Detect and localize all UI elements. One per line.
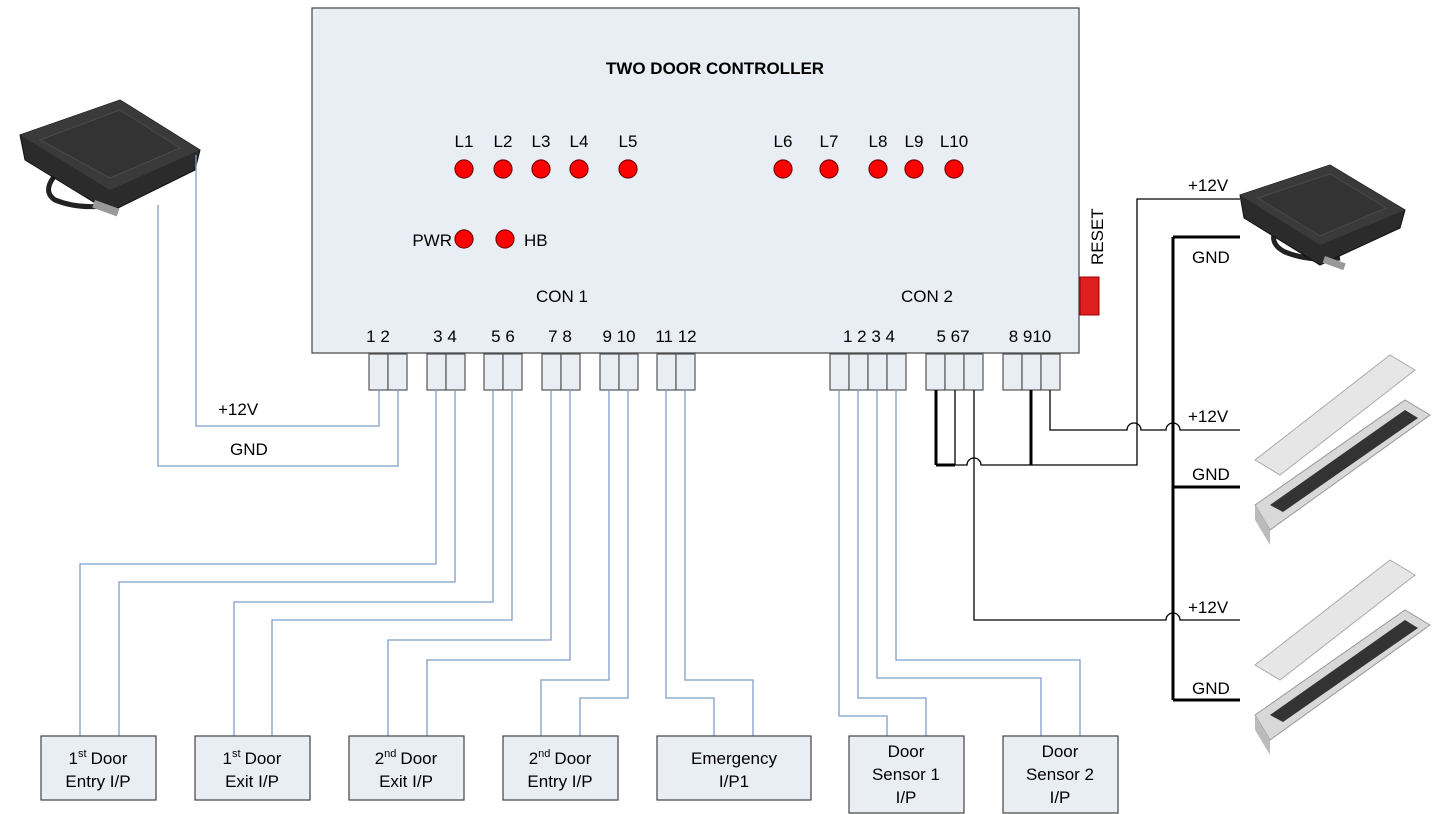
input-2-sup: st — [232, 748, 241, 760]
con2-pins-1-4: 1 2 3 4 — [843, 327, 895, 346]
input-2-line1: Door — [245, 749, 282, 768]
con1-terminals — [368, 353, 696, 391]
led-label-l3: L3 — [532, 132, 551, 151]
led-label-l9: L9 — [905, 132, 924, 151]
reset-label: RESET — [1088, 208, 1107, 265]
con2-terminals — [829, 353, 1061, 391]
led-label-l1: L1 — [455, 132, 474, 151]
led-l6 — [773, 159, 793, 179]
gnd-bus-wires — [934, 235, 1240, 702]
led-l2 — [493, 159, 513, 179]
power-left-wires — [157, 155, 399, 467]
input-3-num: 2 — [375, 749, 384, 768]
lock-1-plus-label: +12V — [1188, 407, 1229, 426]
input-6-line1: Door — [888, 742, 925, 761]
input-4-line1: Door — [554, 749, 591, 768]
led-l10 — [944, 159, 964, 179]
led-label-l7: L7 — [820, 132, 839, 151]
con1-pins-11-12: 11 12 — [655, 327, 696, 346]
con2-sensor-wires — [838, 390, 1081, 736]
hb-label: HB — [524, 231, 548, 250]
input-box-door-sensor-2: Door Sensor 2 I/P — [1002, 735, 1119, 814]
led-l1 — [454, 159, 474, 179]
input-1-num: 1 — [69, 749, 78, 768]
input-3-line1: Door — [400, 749, 437, 768]
led-pwr — [454, 229, 474, 249]
led-l9 — [904, 159, 924, 179]
input-5-line2: I/P1 — [719, 772, 749, 791]
led-l3 — [531, 159, 551, 179]
con1-pins-7-8: 7 8 — [548, 327, 572, 346]
led-label-l2: L2 — [494, 132, 513, 151]
power-left-plus-label: +12V — [218, 400, 259, 419]
input-1-line2: Entry I/P — [65, 772, 130, 791]
input-2-line2: Exit I/P — [225, 772, 279, 791]
input-2-num: 1 — [223, 749, 232, 768]
input-7-line3: I/P — [1050, 788, 1071, 807]
input-box-1st-door-exit: 1st Door Exit I/P — [194, 735, 311, 801]
con1-pins-3-4: 3 4 — [433, 327, 457, 346]
power-right-gnd-label: GND — [1192, 248, 1230, 267]
reset-button[interactable] — [1079, 276, 1100, 316]
input-box-2nd-door-entry: 2nd Door Entry I/P — [502, 735, 619, 801]
con1-signal-wires — [79, 390, 754, 736]
con1-label: CON 1 — [536, 287, 588, 306]
power-adapter-left-image — [19, 99, 201, 217]
con2-pins-5-7: 5 67 — [936, 327, 969, 346]
input-4-num: 2 — [529, 749, 538, 768]
input-7-line2: Sensor 2 — [1026, 765, 1094, 784]
input-3-line2: Exit I/P — [379, 772, 433, 791]
input-6-line3: I/P — [896, 788, 917, 807]
mag-lock-1-image — [1254, 354, 1431, 545]
power-right-plus-label: +12V — [1188, 176, 1229, 195]
input-7-line1: Door — [1042, 742, 1079, 761]
input-1-line1: Door — [91, 749, 128, 768]
led-l8 — [868, 159, 888, 179]
power-adapter-right-image — [1239, 164, 1406, 271]
input-box-emergency: Emergency I/P1 — [656, 735, 812, 801]
input-1-sup: st — [78, 748, 87, 760]
led-row — [454, 159, 964, 249]
input-box-2nd-door-exit: 2nd Door Exit I/P — [348, 735, 465, 801]
pwr-label: PWR — [412, 231, 452, 250]
con2-label: CON 2 — [901, 287, 953, 306]
input-box-1st-door-entry: 1st Door Entry I/P — [40, 735, 157, 801]
power-left-gnd-label: GND — [230, 440, 268, 459]
led-l4 — [569, 159, 589, 179]
input-4-line2: Entry I/P — [527, 772, 592, 791]
mag-lock-2-image — [1254, 559, 1431, 755]
lock-2-plus-label: +12V — [1188, 598, 1229, 617]
input-6-line2: Sensor 1 — [872, 765, 940, 784]
led-label-l10: L10 — [940, 132, 968, 151]
led-label-l4: L4 — [570, 132, 589, 151]
con1-pins-1-2: 1 2 — [366, 327, 390, 346]
input-3-sup: nd — [384, 748, 396, 760]
led-label-l8: L8 — [869, 132, 888, 151]
input-box-door-sensor-1: Door Sensor 1 I/P — [848, 735, 965, 814]
lock-1-gnd-label: GND — [1192, 465, 1230, 484]
input-4-sup: nd — [538, 748, 550, 760]
lock-2-gnd-label: GND — [1192, 679, 1230, 698]
con2-pins-8-10: 8 910 — [1009, 327, 1052, 346]
con1-pins-5-6: 5 6 — [491, 327, 515, 346]
con1-pins-9-10: 9 10 — [602, 327, 635, 346]
led-l7 — [819, 159, 839, 179]
led-label-l5: L5 — [619, 132, 638, 151]
controller-title: TWO DOOR CONTROLLER — [606, 59, 824, 78]
input-5-line1: Emergency — [691, 749, 777, 768]
led-hb — [495, 229, 515, 249]
led-l5 — [618, 159, 638, 179]
controller-box — [311, 7, 1080, 354]
led-label-l6: L6 — [774, 132, 793, 151]
